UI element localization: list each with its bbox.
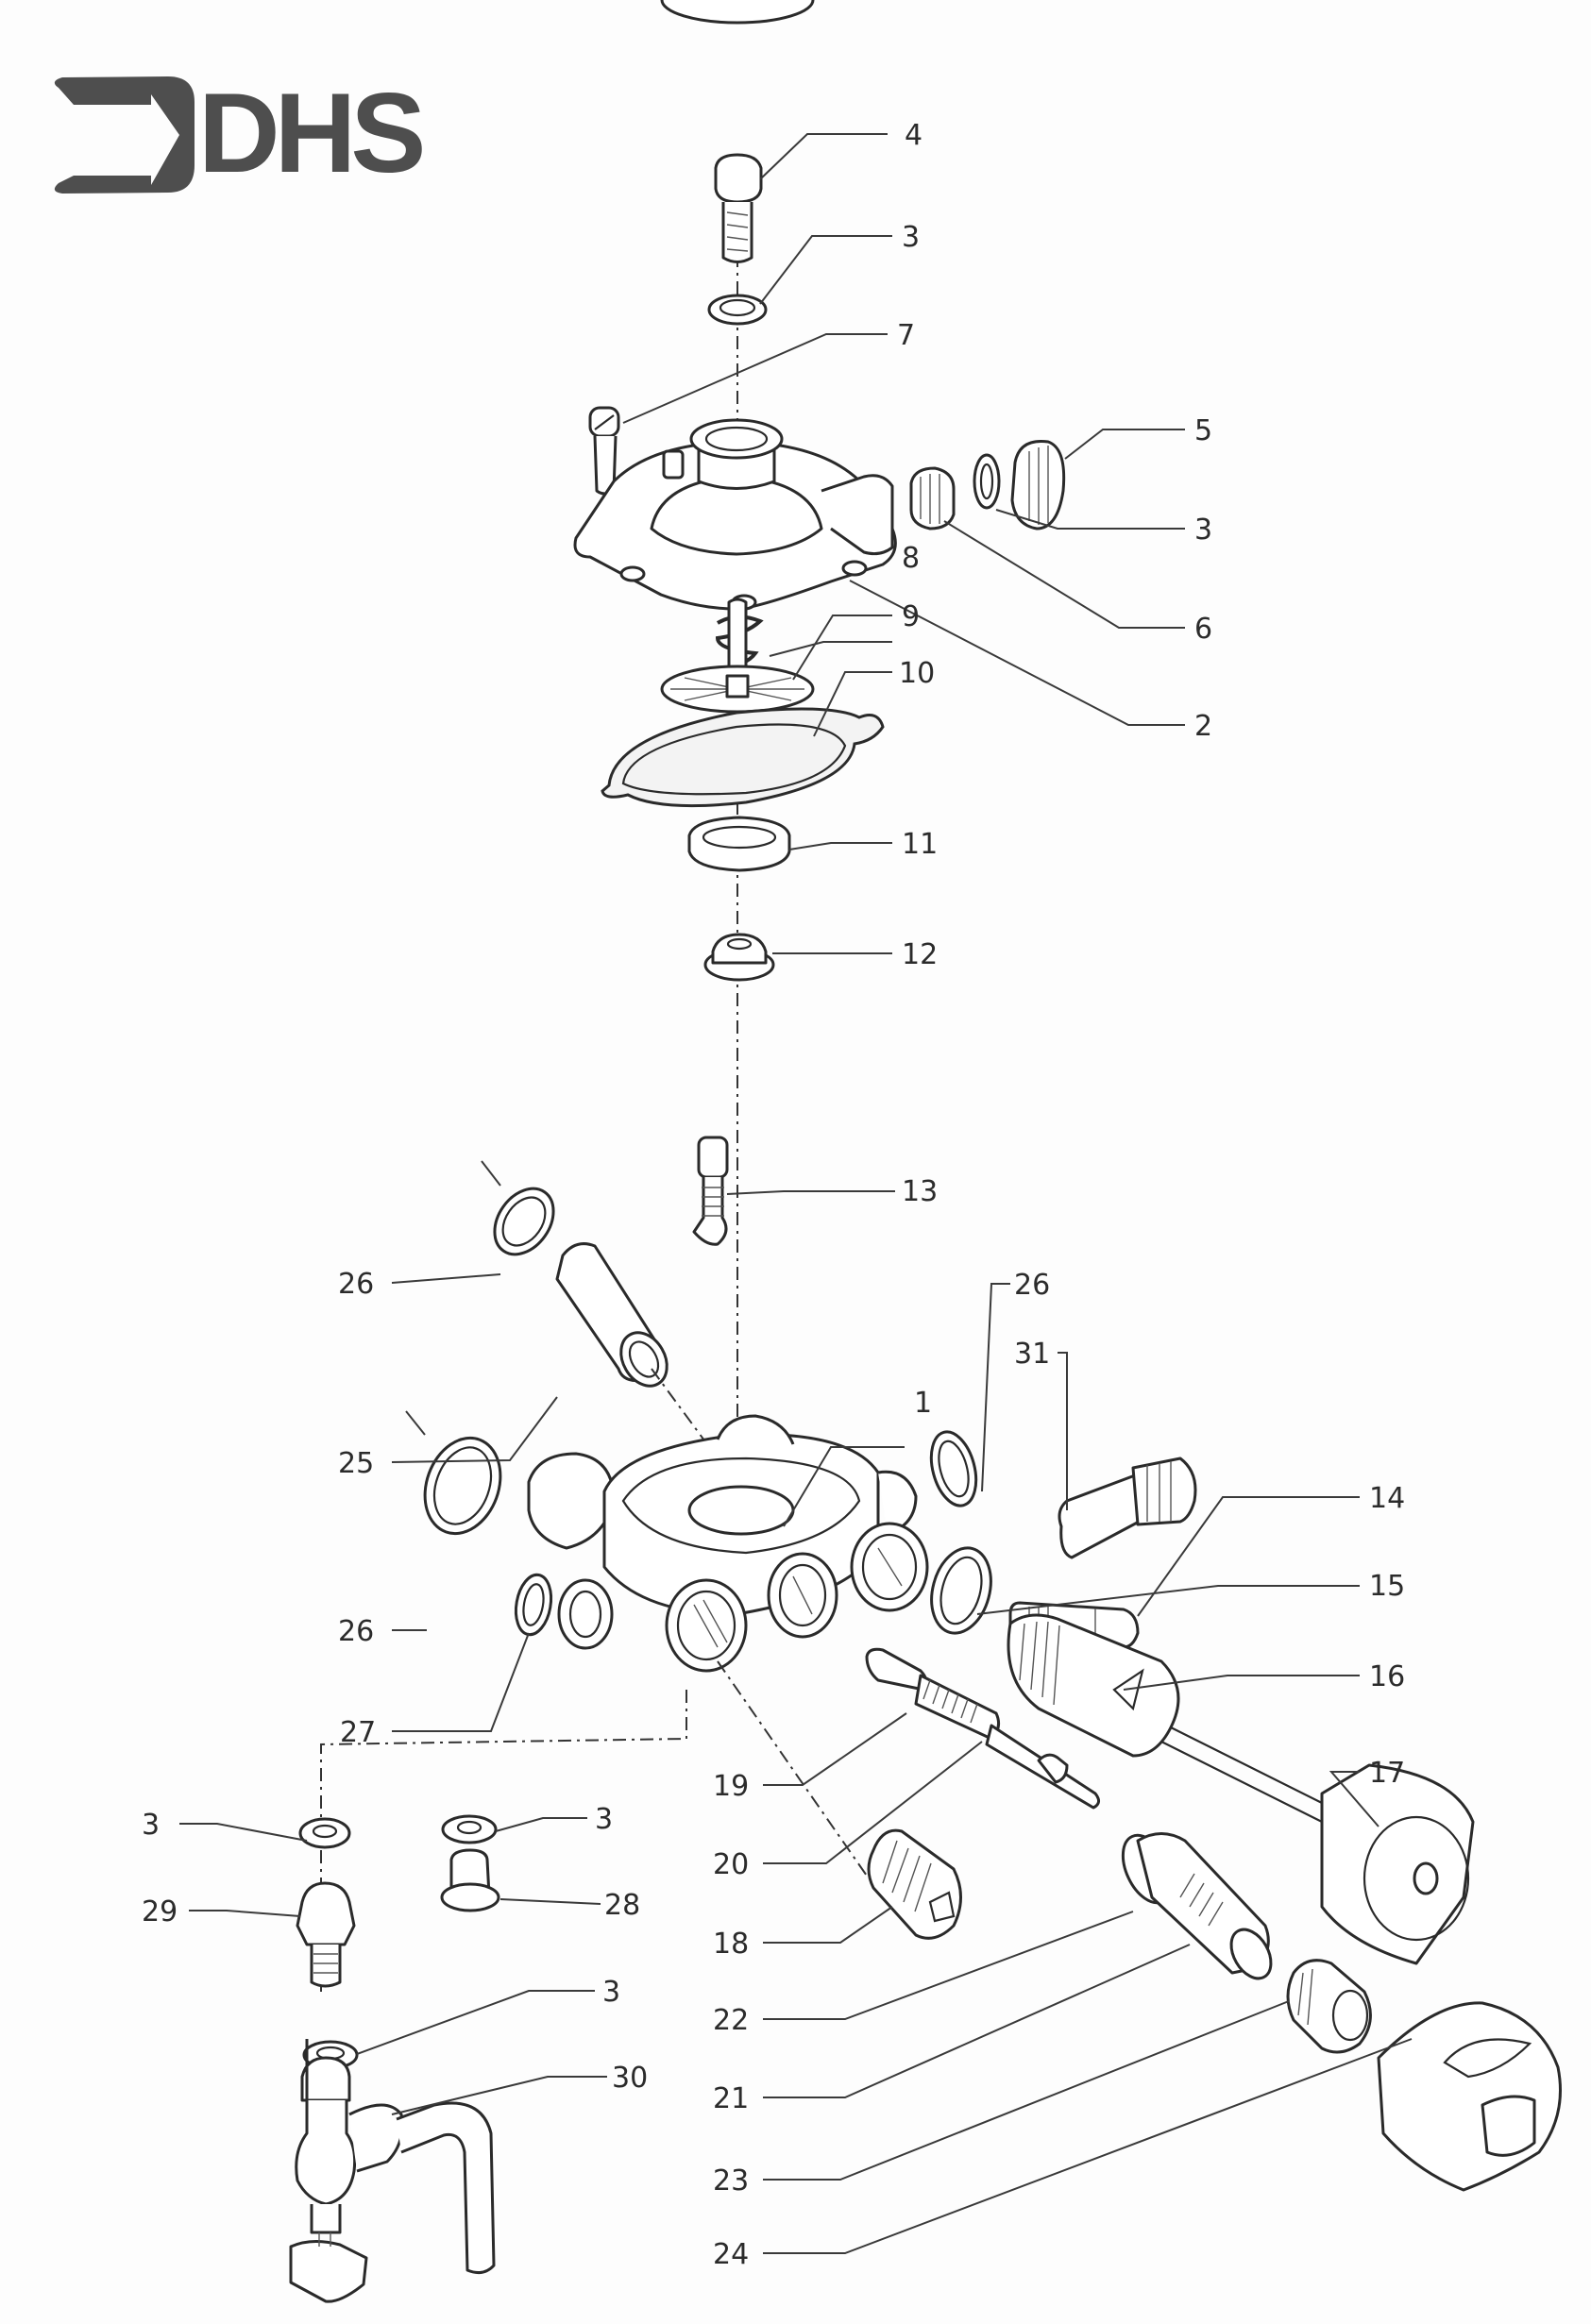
part-gasket-ring-15: [930, 1546, 992, 1635]
callout-23: 23: [713, 2164, 749, 2198]
callout-24: 24: [713, 2238, 749, 2271]
callout-10: 10: [899, 657, 935, 690]
part-valve-pin: [692, 1136, 729, 1246]
callout-15: 15: [1369, 1570, 1405, 1603]
callout-17: 17: [1369, 1757, 1405, 1790]
part-grub-plug: [867, 1828, 962, 1940]
part-seat-ring: [687, 816, 791, 872]
callout-26: 26: [338, 1615, 374, 1648]
part-plug-28: [440, 1848, 500, 1912]
part-drain-cock: [289, 2039, 496, 2303]
callout-3: 3: [602, 1976, 620, 2009]
leader-lines: [179, 133, 1413, 2254]
callout-31: 31: [1014, 1338, 1050, 1371]
part-diaphragm: [601, 707, 885, 808]
callout-3: 3: [142, 1809, 160, 1842]
callout-13: 13: [902, 1175, 938, 1208]
callout-27: 27: [340, 1716, 376, 1749]
part-threaded-nipple: [909, 466, 956, 530]
part-gasket-ring-upper: [481, 1160, 555, 1256]
callout-26: 26: [338, 1268, 374, 1301]
callout-22: 22: [713, 2004, 749, 2037]
part-hex-union: [296, 1881, 356, 1988]
callout-2: 2: [1194, 710, 1212, 743]
part-gasket-ring-right: [929, 1430, 978, 1507]
part-hex-bolt: [714, 153, 763, 263]
part-washer-lower-left: [298, 1817, 351, 1849]
callout-20: 20: [713, 1848, 749, 1881]
callout-14: 14: [1369, 1482, 1405, 1515]
callout-12: 12: [902, 938, 938, 971]
part-valve-stem: [865, 1647, 1001, 1741]
callout-6: 6: [1194, 613, 1212, 646]
callout-21: 21: [713, 2082, 749, 2115]
part-gland-nut: [1286, 1959, 1372, 2054]
callout-28: 28: [604, 1889, 640, 1922]
part-washer-middle: [441, 1814, 498, 1844]
part-cover: [573, 418, 897, 611]
part-plug: [1010, 439, 1066, 530]
callout-19: 19: [713, 1770, 749, 1803]
callout-25: 25: [338, 1447, 374, 1480]
part-gasket-ring-left: [405, 1410, 502, 1536]
part-handwheel: [1160, 1726, 1475, 1965]
callout-8: 8: [902, 542, 920, 575]
callout-11: 11: [902, 828, 938, 861]
callout-1: 1: [914, 1387, 932, 1420]
part-diaphragm-plate: [660, 0, 815, 714]
callout-4: 4: [905, 119, 922, 152]
callout-7: 7: [897, 319, 915, 352]
callout-3: 3: [595, 1803, 613, 1836]
callout-29: 29: [142, 1895, 178, 1928]
callout-3: 3: [1194, 514, 1212, 547]
logo-text: DHS: [198, 70, 422, 196]
part-spindle: [985, 1724, 1100, 1810]
callout-16: 16: [1369, 1660, 1405, 1693]
part-washer-top: [707, 294, 768, 326]
part-gasket-ring-27: [514, 1573, 553, 1637]
part-sleeve: [555, 1242, 669, 1388]
part-spindle-sleeve: [1121, 1832, 1273, 1980]
axis-drain: [320, 1690, 687, 1992]
part-threaded-adapter: [1058, 1457, 1197, 1559]
dhs-logo: DHS: [54, 70, 428, 196]
part-valve-body: [527, 1414, 929, 1673]
callout-30: 30: [612, 2062, 648, 2095]
part-bushing: [703, 933, 775, 982]
callout-labels: 4 3 7 5 3 6 2 8 9 10 11 12 13 26 25 1 26…: [142, 119, 1405, 2271]
arrow-into-bracket-logo-icon: [54, 76, 195, 194]
callout-3: 3: [902, 221, 920, 254]
callout-9: 9: [902, 600, 920, 633]
part-knob: [1377, 2001, 1562, 2192]
callout-18: 18: [713, 1928, 749, 1961]
part-washer-right: [973, 453, 1001, 510]
callout-26: 26: [1014, 1269, 1050, 1302]
callout-5: 5: [1194, 414, 1212, 447]
axis-port: [717, 1660, 870, 1879]
